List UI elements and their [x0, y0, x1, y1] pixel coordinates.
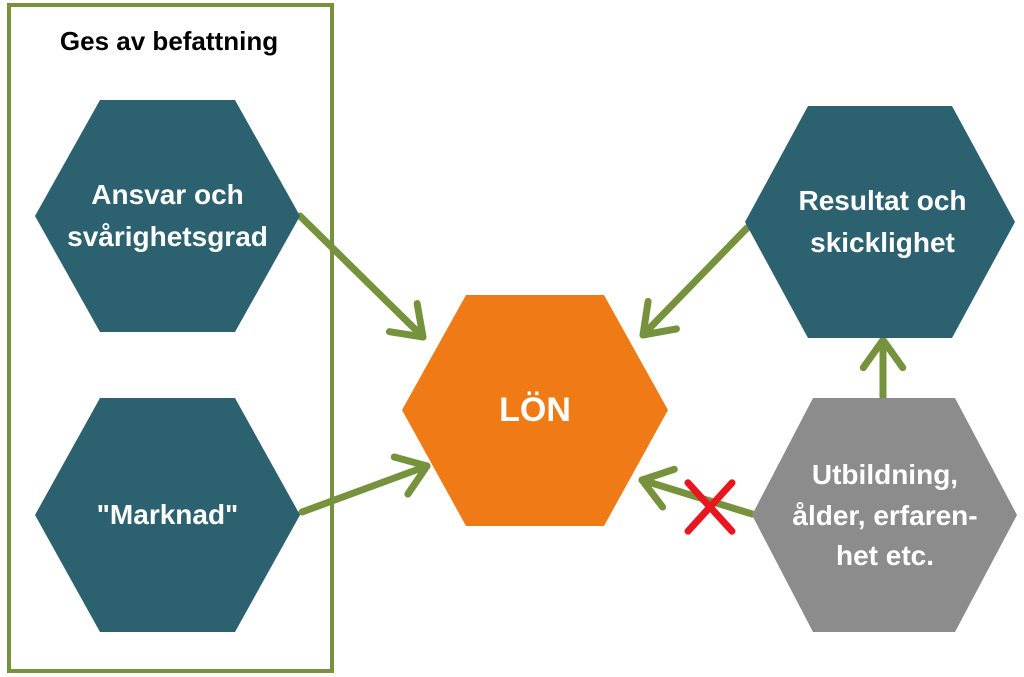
- node-label-line: svårighetsgrad: [67, 221, 268, 252]
- arrow-head: [390, 453, 431, 498]
- node-label-resultat: Resultat och skicklighet: [760, 170, 1005, 274]
- hex-utbildning: [752, 398, 1017, 632]
- arrow-shaft: [639, 224, 751, 339]
- node-label-line: het etc.: [835, 540, 934, 572]
- node-label-line: "Marknad": [96, 499, 239, 530]
- node-label-line: LÖN: [499, 390, 571, 429]
- hex-ansvar: [35, 100, 300, 332]
- node-label-line: skicklighet: [810, 227, 955, 258]
- node-label-line: Resultat och: [798, 185, 967, 216]
- cross-stroke: [684, 479, 736, 535]
- node-label-lines: Ansvar och svårighetsgrad: [67, 174, 268, 258]
- group-title: Ges av befattning: [59, 26, 279, 56]
- hex-marknad: [35, 398, 300, 632]
- node-label-marknad: "Marknad": [45, 480, 290, 550]
- arrow-head: [385, 300, 427, 341]
- node-label-line: ålder, erfaren-: [792, 499, 978, 531]
- arrow-head: [638, 465, 678, 511]
- node-label-lines: "Marknad": [97, 494, 239, 536]
- hex-resultat: [745, 106, 1015, 338]
- hex-lon: [402, 295, 668, 526]
- node-label-ansvar: Ansvar och svårighetsgrad: [45, 160, 290, 272]
- arrow-resultat-to-lon: [639, 224, 751, 339]
- node-label-line: Utbildning,: [811, 459, 959, 491]
- arrow-head: [859, 336, 907, 372]
- node-label-line: Ansvar och: [91, 179, 244, 210]
- node-label-lon: LÖN: [420, 380, 650, 440]
- cross-mark: [684, 479, 736, 535]
- arrow-utbildning-to-resultat: [859, 336, 907, 402]
- node-label-utbildning: Utbildning, ålder, erfaren-het etc.: [765, 450, 1005, 582]
- node-label-lines: Utbildning, ålder, erfaren-het etc.: [792, 455, 977, 577]
- group-box: [7, 3, 334, 673]
- arrow-marknad-to-lon: [298, 453, 431, 516]
- arrow-head: [639, 297, 680, 339]
- arrow-shaft: [296, 212, 427, 341]
- arrow-shaft: [298, 462, 431, 516]
- node-label-lines: LÖN: [499, 385, 571, 436]
- node-label-lines: Resultat och skicklighet: [798, 180, 966, 264]
- arrow-ansvar-to-lon: [296, 212, 427, 341]
